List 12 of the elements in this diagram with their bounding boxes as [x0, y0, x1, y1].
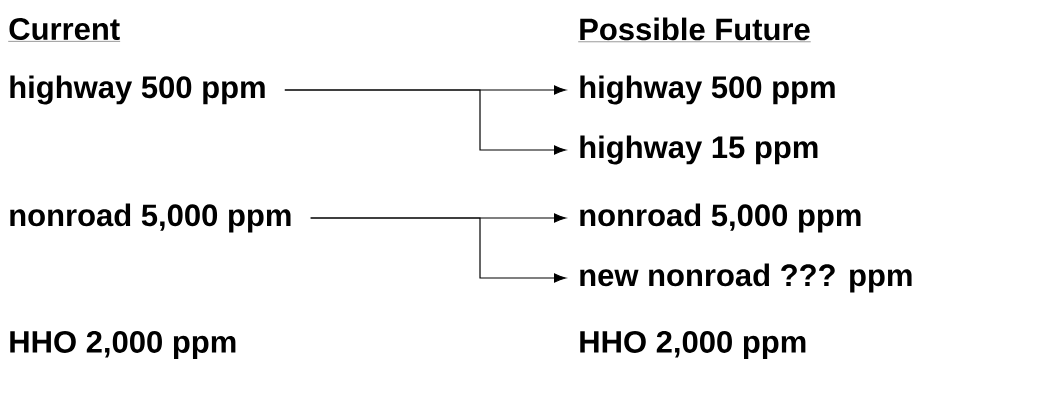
list-item: HHO 2,000 ppm — [580, 330, 806, 359]
column-heading: Possible Future — [578, 17, 811, 42]
list-item: highway 15 ppm — [580, 135, 818, 165]
list-item: nonroad 5,000 ppm — [10, 203, 291, 233]
arrow — [284, 89, 566, 155]
list-item: highway 500 ppm — [10, 75, 265, 105]
list-item: HHO 2,000 ppm — [10, 330, 236, 359]
list-item: nonroad 5,000 ppm — [580, 203, 861, 233]
list-item: new nonroad ??? ppm — [580, 263, 912, 293]
column-heading: Current — [8, 18, 121, 42]
arrow — [310, 217, 566, 283]
list-item: highway 500 ppm — [580, 75, 835, 105]
